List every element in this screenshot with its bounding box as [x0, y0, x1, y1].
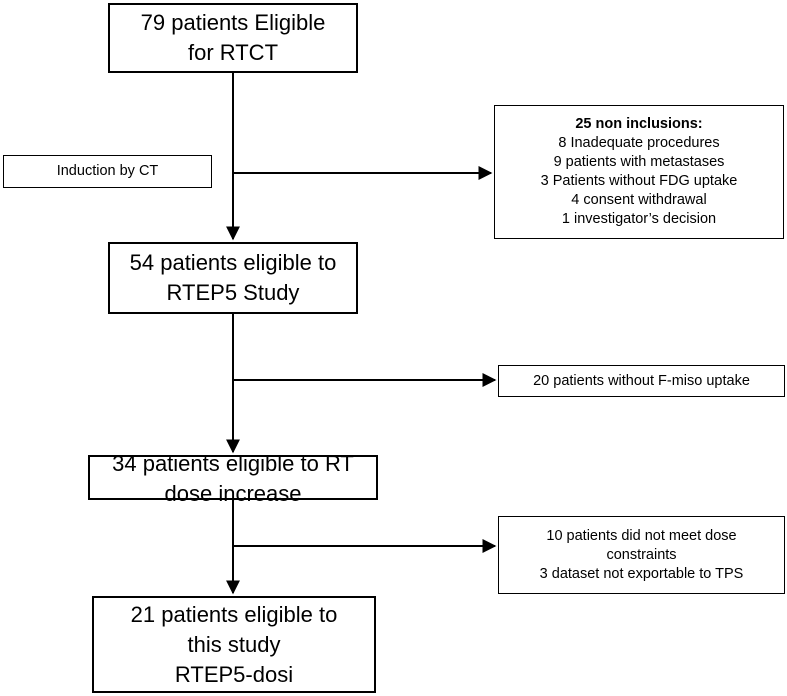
box-dose-constraints: 10 patients did not meet dose constraint…	[498, 516, 785, 594]
induction-label: Induction by CT	[56, 163, 159, 179]
box-eligible-this-study-line-2: this study	[187, 631, 281, 657]
non-inclusions-heading: 25 non inclusions:	[575, 116, 703, 132]
box-eligible-dose-increase-line-2: dose increase	[164, 480, 302, 506]
box-eligible-rtep5-line-2: RTEP5 Study	[166, 280, 300, 305]
non-inclusions-line-5: 1 investigator’s decision	[561, 211, 717, 227]
non-inclusions-line-1: 8 Inadequate procedures	[558, 135, 720, 151]
no-fmiso-line-1: 20 patients without F-miso uptake	[533, 372, 750, 389]
box-eligible-rtep5: 54 patients eligible to RTEP5 Study	[108, 242, 358, 314]
dose-constraints-line-3: 3 dataset not exportable to TPS	[539, 565, 744, 582]
box-eligible-dose-increase: 34 patients eligible to RT dose increase	[88, 451, 378, 506]
dose-constraints-line-1: 10 patients did not meet dose	[546, 527, 737, 544]
dose-constraints-line-2: constraints	[606, 546, 677, 563]
non-inclusions-line-4: 4 consent withdrawal	[571, 192, 707, 208]
box-eligible-rtep5-line-1: 54 patients eligible to	[129, 250, 337, 275]
box-eligible-this-study-line-1: 21 patients eligible to	[130, 601, 338, 627]
box-non-inclusions: 25 non inclusions: 8 Inadequate procedur…	[494, 105, 784, 239]
box-induction: Induction by CT	[3, 155, 212, 188]
box-eligible-rtct: 79 patients Eligible for RTCT	[108, 3, 358, 73]
box-eligible-rtct-line-1: 79 patients Eligible	[140, 10, 326, 35]
box-eligible-this-study: 21 patients eligible to this study RTEP5…	[92, 596, 376, 693]
box-eligible-dose-increase-line-1: 34 patients eligible to RT	[112, 450, 354, 476]
box-eligible-this-study-line-3: RTEP5-dosi	[174, 661, 294, 687]
box-no-fmiso: 20 patients without F-miso uptake	[498, 365, 785, 397]
non-inclusions-line-3: 3 Patients without FDG uptake	[540, 173, 738, 189]
box-eligible-rtct-line-2: for RTCT	[187, 40, 279, 65]
non-inclusions-line-2: 9 patients with metastases	[553, 154, 725, 170]
